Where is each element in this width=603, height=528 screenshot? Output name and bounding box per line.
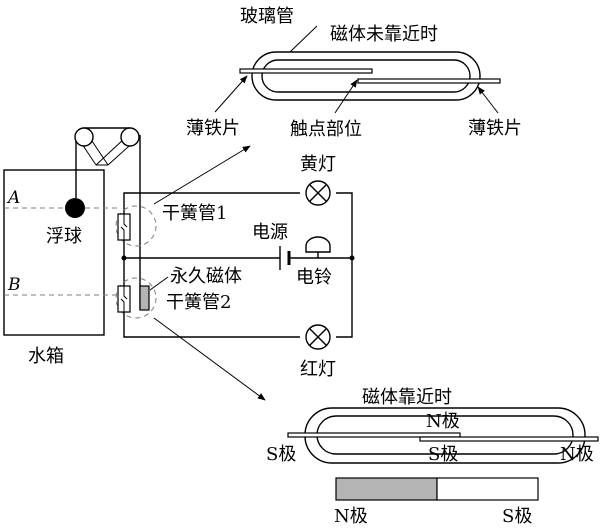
magnet-near-label: 磁体靠近时 [362,387,452,408]
red-lamp-label: 红灯 [300,359,336,380]
reed-switch-2-detail-arrow [153,317,266,401]
thin-iron-right-arrow [477,86,499,114]
bar-magnet-n-half [335,477,438,501]
bar-magnet-s-label: S极 [502,506,532,527]
pulley-right [120,127,140,147]
float-ball-label: 浮球 [46,226,82,247]
yellow-lamp-symbol [305,180,331,206]
thin-iron-reed-right [357,78,501,84]
level-a-label: A [6,188,20,208]
bar-magnet-n-label: N极 [334,506,368,527]
contact-part-arrow [334,79,358,114]
glass-tube-outer [251,51,481,101]
reed-switch-1-detail-arrow [153,145,251,205]
bar-magnet-s-half [436,477,539,501]
reed-switch-closed-detail [287,407,599,464]
thin-iron-reed-left [239,68,373,74]
float-ball [65,198,85,218]
pulley-left [74,127,94,147]
reed-left-closed [287,432,461,438]
permanent-magnet-block [139,285,150,311]
pole-s-mid-label: S极 [428,444,458,465]
power-supply-label: 电源 [252,222,288,243]
red-lamp-symbol [305,324,331,350]
bar-magnet [335,477,539,501]
permanent-magnet-pointer [149,276,169,291]
pole-n-top-label: N极 [426,411,460,432]
reed-switch-1-label: 干簧管1 [162,203,227,224]
reed-switch-2-label: 干簧管2 [166,292,231,313]
power-supply-symbol [279,246,291,270]
pole-s-left-label: S极 [266,444,296,465]
bell-label: 电铃 [296,267,332,288]
thin-iron-left-arrow [214,75,248,113]
reed-switch-2-symbol [115,277,157,319]
reed-right-closed [419,436,599,442]
yellow-lamp-label: 黄灯 [300,154,336,175]
glass-tube-label: 玻璃管 [240,6,294,27]
glass-tube-pointer [289,25,318,53]
contact-part-label: 触点部位 [290,119,362,140]
permanent-magnet-label: 永久磁体 [170,266,242,287]
water-tank-label: 水箱 [28,346,64,367]
thin-iron-right-label: 薄铁片 [468,118,522,139]
pulley-assembly [74,127,141,310]
pole-n-right-label: N极 [560,444,594,465]
reed-switch-open-detail [239,51,501,101]
level-b-label: B [7,275,21,295]
circuit-wires [121,192,355,338]
bell-symbol [305,236,331,253]
magnet-not-near-label: 磁体未靠近时 [330,24,438,45]
reed-switch-1-symbol [115,205,157,247]
water-tank [3,169,105,336]
glass-tube-inner [261,59,471,93]
thin-iron-left-label: 薄铁片 [186,118,240,139]
